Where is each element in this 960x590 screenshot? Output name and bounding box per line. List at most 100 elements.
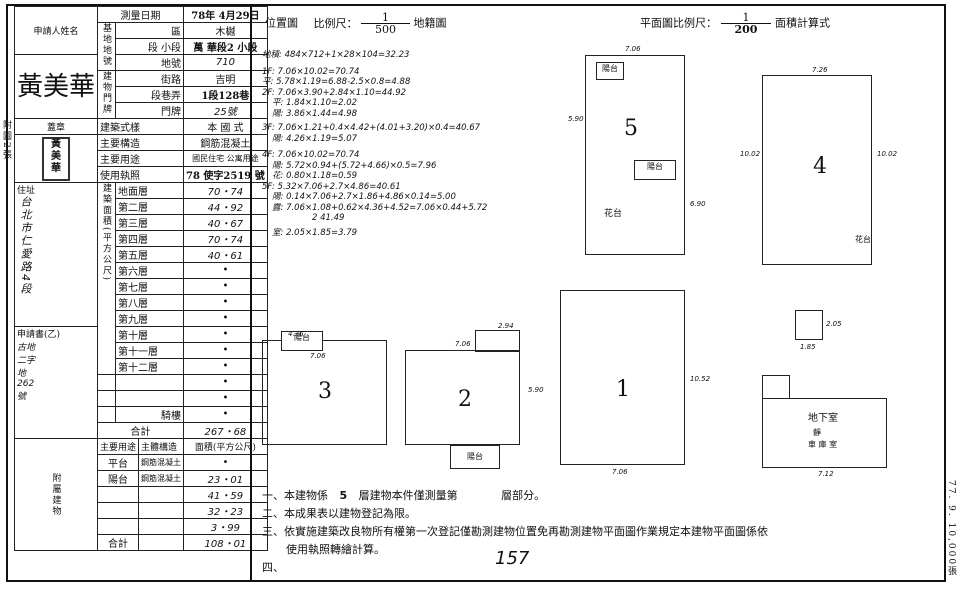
calc-line: 1F: 7.06×10.02=70.74: [262, 66, 360, 77]
dimension-label: 10.02: [877, 150, 898, 158]
address-cell: 住址 台北市仁愛路4段: [13, 182, 99, 327]
seal-stamp: 黃美華: [42, 136, 70, 181]
applicant-name: 黃美華: [13, 54, 99, 119]
floor-name: 第五層: [115, 246, 185, 263]
dimension-label: 5.90: [528, 386, 544, 394]
calc-line: 3F: 7.06×1.21+0.4×4.42+(4.01+3.20)×0.4=4…: [262, 123, 481, 133]
note-line-3a: 三、依實施建築改良物所有權第一次登記僅勘測建物位置免再勘測建物平面圖作業規定本建…: [262, 525, 768, 538]
floor-number-1: 1: [616, 377, 630, 402]
floor-value: •: [183, 262, 268, 279]
floor-plan-2-annex: [475, 330, 520, 352]
dimension-label: 6.90: [690, 200, 706, 208]
seal-box: 黃美華: [13, 134, 99, 183]
building-type-value: 本 國 式: [183, 118, 268, 135]
floor-name: 第十二層: [115, 358, 185, 375]
dimension-label: 7.06: [625, 45, 641, 53]
permit-label: 使用執照: [97, 166, 185, 183]
floor-value: 40・61: [183, 246, 268, 263]
annex-value: •: [183, 454, 268, 471]
calc-line: 2 41.49: [312, 213, 345, 223]
lot-value: 710: [183, 54, 268, 71]
annex-struct-label: 主體構造: [138, 438, 185, 455]
doorplate-label: 建物門牌: [97, 70, 117, 119]
location-scale-suffix: 地籍圖: [413, 16, 447, 30]
floor-number-5: 5: [624, 116, 638, 141]
dimension-label: 7.06: [612, 468, 628, 476]
dimension-label: 10.02: [740, 150, 761, 158]
dimension-label: 7.26: [812, 66, 828, 74]
floor-name: 第七層: [115, 278, 185, 295]
balcony-tag: 陽台: [467, 452, 483, 461]
plan-scale-label: 平面圖比例尺：: [640, 16, 717, 30]
floor-name: 第四層: [115, 230, 185, 247]
balcony-tag: 陽台: [596, 62, 624, 80]
location-header: 位置圖 比例尺： 1 500 地籍圖: [265, 12, 447, 35]
application-label: 申請書(乙): [17, 330, 61, 340]
plan-suffix: 面積計算式: [774, 16, 830, 30]
structure-label: 主要構造: [97, 134, 185, 151]
section-label: 段 小段: [115, 38, 185, 55]
floor-value: •: [183, 294, 268, 311]
page-handwritten-number: 157: [495, 548, 530, 569]
note-1-end: 層部分。: [501, 489, 546, 502]
dimension-label: 2.94: [498, 322, 514, 330]
column-divider: [250, 4, 252, 582]
floor-name: 第十層: [115, 326, 185, 343]
calc-line: 4F: 7.06×10.02=70.74: [262, 150, 360, 160]
survey-date-label: 測量日期: [97, 6, 185, 23]
floor-name: 第八層: [115, 294, 185, 311]
lane-label: 段巷弄: [115, 86, 185, 103]
number-value: 25號: [183, 102, 268, 119]
floor-value: •: [183, 278, 268, 295]
basement-sub-label: 車 庫 室: [808, 440, 838, 449]
floor-name: 第九層: [115, 310, 185, 327]
calc-line: 陽: 4.26×1.19=5.07: [272, 133, 358, 144]
floor-value: 70・74: [183, 230, 268, 247]
calc-line: 室: 2.05×1.85=3.79: [272, 227, 358, 238]
floor-value: •: [183, 390, 268, 407]
plan-header: 平面圖比例尺： 1 200 面積計算式: [640, 12, 830, 35]
flower-tag: 花台: [604, 209, 623, 219]
annex-label: 附屬建物: [13, 438, 99, 551]
application-cell: 申請書(乙) 古地二字地 262 號: [13, 326, 99, 439]
applicant-label: 申請人姓名: [13, 6, 99, 55]
dimension-label: 7.06: [455, 340, 471, 348]
district-value: 木樾: [183, 22, 268, 39]
basement-label: 地下室: [808, 413, 838, 424]
floor-name: 第六層: [115, 262, 185, 279]
plan-scale-num: 1: [742, 11, 750, 24]
annex-use-label: 主要用途: [97, 438, 140, 455]
floor-plan-5: 陽台 5 陽台 花台: [585, 55, 685, 255]
floor-plan-1: 1: [560, 290, 685, 465]
structure-value: 鋼筋混凝土: [183, 134, 268, 151]
floor-value: •: [183, 326, 268, 343]
note-1-suffix: 層建物本件僅測量第: [358, 489, 458, 502]
use-label: 主要用途: [97, 150, 185, 167]
floors-label: 建築面積(平方公尺): [97, 182, 117, 375]
building-type-label: 建築式樣: [97, 118, 185, 135]
annex-value: 32・23: [183, 502, 268, 519]
dimension-label: 1.85: [800, 343, 816, 351]
calc-line: 露: 7.06×1.08+0.62×4.36+4.52=7.06×0.44+5.…: [272, 202, 488, 213]
calc-line: 陽: 0.14×7.06+2.7×1.86+4.86×0.14=5.00: [272, 192, 456, 202]
note-line-2: 二、本成果表以建物登記為限。: [262, 507, 416, 520]
note-line-3b: 使用執照轉繪計算。: [286, 543, 385, 556]
floor-value: 70・74: [183, 182, 268, 199]
location-scale-num: 1: [382, 11, 389, 24]
use-value: 國民住宅 公寓用途: [183, 150, 268, 167]
calc-line: 5F: 5.32×7.06+2.7×4.86=40.61: [262, 181, 401, 192]
base-label: 基地地號: [97, 22, 117, 71]
floor-value: 44・92: [183, 198, 268, 215]
annex-struct: 鋼筋混凝土: [138, 470, 185, 487]
annex-total-label: 合計: [97, 534, 140, 551]
plan-scale-fraction: 1 200: [720, 11, 772, 35]
floor-plan-4: 4 花台: [762, 75, 872, 265]
total-value: 267・68: [183, 422, 268, 439]
arcade-value: •: [183, 406, 268, 423]
location-scale-den: 500: [361, 23, 410, 35]
floor-name: 第二層: [115, 198, 185, 215]
note-line-1: 一、本建物係 5 層建物本件僅測量第 層部分。: [262, 487, 545, 503]
right-margin-note: 77. 9. 10,000張: [946, 480, 956, 578]
address-value: 台北市仁愛路4段: [19, 196, 32, 296]
annex-value: 23・01: [183, 470, 268, 487]
